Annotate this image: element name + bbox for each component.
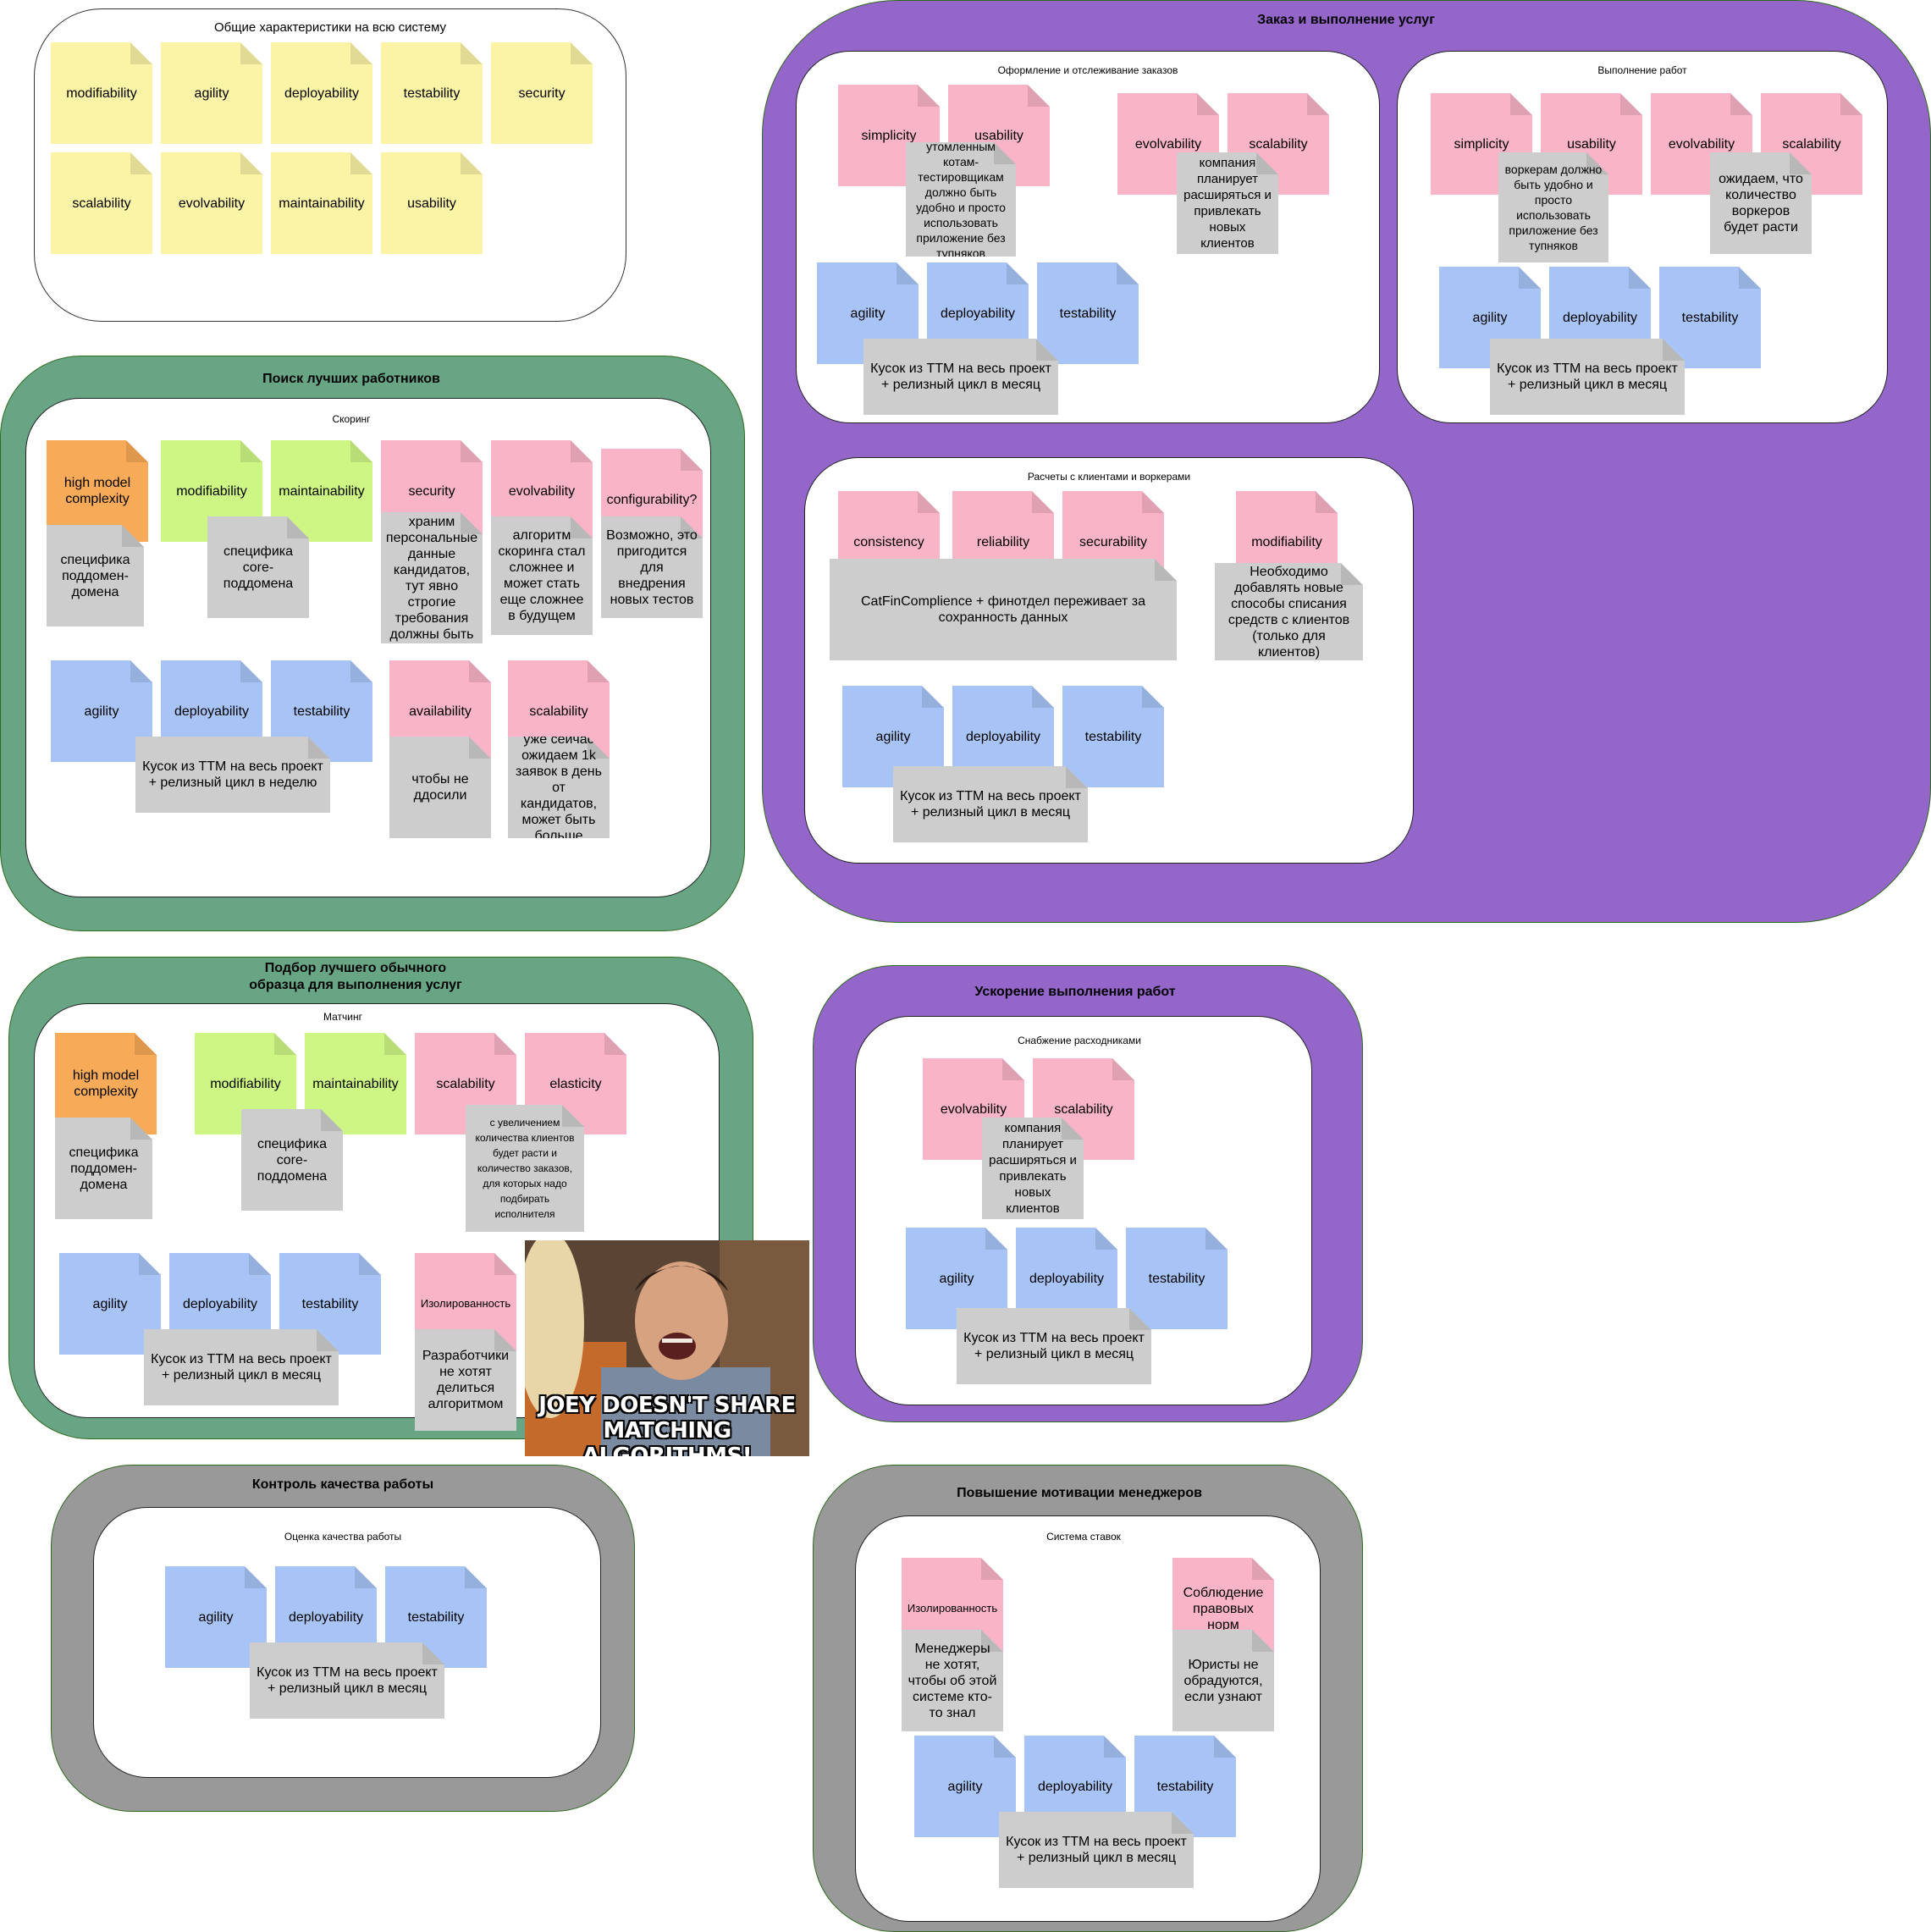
note-scalability[interactable]: scalability xyxy=(51,152,152,254)
quality-subtitle: Оценка качества работы xyxy=(284,1531,402,1543)
note-maintainability[interactable]: maintainability xyxy=(271,152,372,254)
tracking-testability[interactable]: testability xyxy=(1037,262,1139,364)
search-title: Поиск лучших работников xyxy=(262,372,440,386)
general-title: Общие характеристики на всю систему xyxy=(213,20,447,35)
speedup-testability[interactable]: testability xyxy=(1126,1228,1228,1329)
meme-caption: JOEY DOESN'T SHARE MATCHING ALGORITHMS! xyxy=(538,1393,796,1456)
matching-elasticity-comment[interactable]: с увеличением количества клиентов будет … xyxy=(466,1105,584,1232)
motivation-testability[interactable]: testability xyxy=(1134,1736,1236,1837)
note-security[interactable]: security xyxy=(491,42,593,144)
search-subtitle: Скоринг xyxy=(332,413,371,425)
note-usability[interactable]: usability xyxy=(381,152,483,254)
matching-ttm-comment[interactable]: Кусок из TTM на весь проект + релизный ц… xyxy=(144,1329,339,1405)
works-title: Выполнение работ xyxy=(1597,64,1687,76)
matching-title: Подбор лучшего обычного образца для выпо… xyxy=(249,961,462,992)
motivation-title: Повышение мотивации менеджеров xyxy=(957,1486,1202,1500)
works-testability[interactable]: testability xyxy=(1659,267,1761,368)
motivation-subtitle: Система ставок xyxy=(1046,1531,1121,1543)
tracking-scalability-comment[interactable]: компания планирует расширяться и привлек… xyxy=(1177,152,1278,254)
payments-modifiability-comment[interactable]: Необходимо добавлять новые способы списа… xyxy=(1215,563,1363,660)
joey-meme-illustration xyxy=(525,1240,809,1456)
tracking-usability-comment[interactable]: утомленным котам-тестировщикам должно бы… xyxy=(906,142,1016,257)
speedup-subtitle: Снабжение расходниками xyxy=(1018,1035,1141,1046)
search-scalability-comment[interactable]: уже сейчас ожидаем 1k заявок в день от к… xyxy=(508,737,610,838)
note-agility[interactable]: agility xyxy=(161,42,262,144)
tracking-title: Оформление и отслеживание заказов xyxy=(997,64,1178,76)
search-high-model-comment[interactable]: специфика поддомен-домена xyxy=(47,525,144,627)
matching-isolation-comment[interactable]: Разработчики не хотят делиться алгоритмо… xyxy=(415,1329,516,1431)
search-security-comment[interactable]: храним персональные данные кандидатов, т… xyxy=(381,512,483,643)
payments-testability[interactable]: testability xyxy=(1062,686,1164,787)
works-scalability-comment[interactable]: ожидаем, что количество воркеров будет р… xyxy=(1710,152,1812,254)
note-modifiability[interactable]: modifiability xyxy=(51,42,152,144)
quality-title: Контроль качества работы xyxy=(251,1477,434,1492)
tracking-scalability[interactable]: scalability xyxy=(1228,93,1329,195)
quality-agility[interactable]: agility xyxy=(165,1566,267,1668)
note-testability[interactable]: testability xyxy=(381,42,483,144)
matching-subtitle: Матчинг xyxy=(323,1011,362,1023)
search-evolvability-comment[interactable]: алгоритм скоринга стал сложнее и может с… xyxy=(491,516,593,635)
search-configurability-comment[interactable]: Возможно, это пригодится для внедрения н… xyxy=(601,516,703,618)
works-usability-comment[interactable]: воркерам должно быть удобно и просто исп… xyxy=(1498,152,1608,262)
search-core-comment[interactable]: специфика core-поддомена xyxy=(207,516,309,618)
speedup-scalability-comment[interactable]: компания планирует расширяться и привлек… xyxy=(982,1118,1084,1219)
speedup-ttm-comment[interactable]: Кусок из TTM на весь проект + релизный ц… xyxy=(957,1308,1151,1384)
motivation-isolation-comment[interactable]: Менеджеры не хотят, чтобы об этой систем… xyxy=(902,1630,1003,1731)
search-ttm-comment[interactable]: Кусок из TTM на весь проект + релизный ц… xyxy=(135,737,330,813)
motivation-legal-comment[interactable]: Юристы не обрадуются, если узнают xyxy=(1172,1630,1274,1731)
order-title: Заказ и выполнение услуг xyxy=(1257,13,1435,27)
speedup-title: Ускорение выполнения работ xyxy=(974,985,1176,999)
note-deployability[interactable]: deployability xyxy=(271,42,372,144)
matching-high-model-comment[interactable]: специфика поддомен-домена xyxy=(55,1118,152,1219)
motivation-ttm-comment[interactable]: Кусок из TTM на весь проект + релизный ц… xyxy=(999,1812,1194,1888)
search-availability-comment[interactable]: чтобы не ддосили xyxy=(389,737,491,838)
payments-ttm-comment[interactable]: Кусок из TTM на весь проект + релизный ц… xyxy=(893,766,1088,842)
tracking-ttm-comment[interactable]: Кусок из TTM на весь проект + релизный ц… xyxy=(863,339,1058,415)
joey-meme-image: JOEY DOESN'T SHARE MATCHING ALGORITHMS! xyxy=(525,1240,809,1456)
note-evolvability[interactable]: evolvability xyxy=(161,152,262,254)
works-ttm-comment[interactable]: Кусок из TTM на весь проект + релизный ц… xyxy=(1490,339,1685,415)
payments-title: Расчеты с клиентами и воркерами xyxy=(1027,471,1191,483)
quality-ttm-comment[interactable]: Кусок из TTM на весь проект + релизный ц… xyxy=(250,1642,444,1719)
matching-core-comment[interactable]: специфика core-поддомена xyxy=(241,1109,343,1211)
payments-catfin-comment[interactable]: CatFinComplience + финотдел переживает з… xyxy=(830,559,1177,660)
